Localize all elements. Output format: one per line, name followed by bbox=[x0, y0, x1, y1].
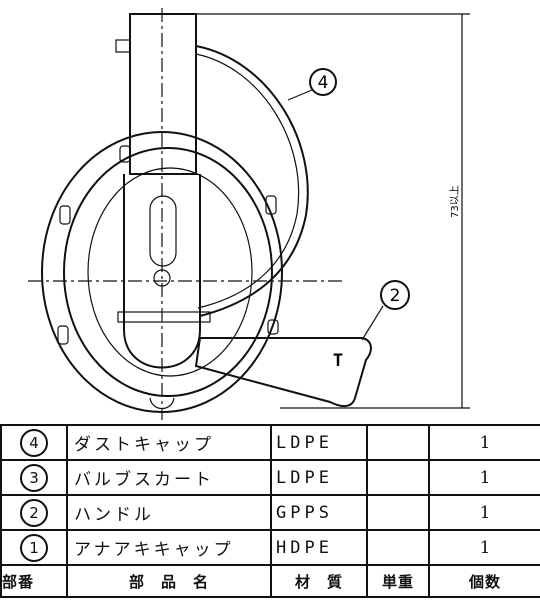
handle-mark: T bbox=[333, 351, 343, 371]
part-name-cell: アナアキキャップ bbox=[66, 529, 272, 566]
cap-inner-rim bbox=[63, 147, 273, 397]
part-name-cell: バルブスカート bbox=[66, 459, 272, 496]
header-material: 材 質 bbox=[270, 564, 368, 598]
quantity-cell: 1 bbox=[428, 459, 540, 496]
dust-cap-band bbox=[195, 45, 309, 317]
weight-cell bbox=[366, 424, 430, 461]
callout-4-circle bbox=[309, 68, 337, 96]
spout-collar bbox=[117, 311, 211, 323]
header-part-number: 部番 bbox=[0, 564, 68, 598]
part-number-cell: 4 bbox=[0, 424, 68, 461]
spout-top-flange bbox=[115, 39, 131, 53]
header-weight: 単重 bbox=[366, 564, 430, 598]
callout-4-label: 4 bbox=[318, 73, 329, 93]
cap-assembly-drawing: T 73以上 4 2 bbox=[28, 8, 470, 420]
spout-tube bbox=[129, 13, 197, 175]
header-part-name: 部 品 名 bbox=[66, 564, 272, 598]
part-number-cell: 1 bbox=[0, 529, 68, 566]
quantity-cell: 1 bbox=[428, 424, 540, 461]
quantity-cell: 1 bbox=[428, 529, 540, 566]
rim-notch-right bbox=[265, 195, 277, 215]
cap-skirt-ring bbox=[87, 167, 253, 377]
material-cell: LDPE bbox=[270, 424, 368, 461]
cap-outer-rim bbox=[41, 131, 283, 413]
table-row: 4 ダストキャップ LDPE 1 bbox=[0, 424, 540, 461]
rim-notch-lower-left bbox=[57, 325, 69, 345]
part-number-cell: 3 bbox=[0, 459, 68, 496]
table-row: 2 ハンドル GPPS 1 bbox=[0, 494, 540, 531]
material-cell: LDPE bbox=[270, 459, 368, 496]
weight-cell bbox=[366, 529, 430, 566]
rim-notch-right-lower bbox=[267, 319, 279, 335]
table-row: 3 バルブスカート LDPE 1 bbox=[0, 459, 540, 496]
quantity-cell: 1 bbox=[428, 494, 540, 531]
callout-2-circle bbox=[380, 280, 410, 310]
handle bbox=[194, 337, 372, 408]
weight-cell bbox=[366, 459, 430, 496]
parts-list-table: 4 ダストキャップ LDPE 1 3 バルブスカート LDPE 1 2 ハンドル… bbox=[0, 424, 540, 611]
rim-notch-upper-left bbox=[59, 205, 71, 225]
part-name-cell: ハンドル bbox=[66, 494, 272, 531]
dimension-label: 73以上 bbox=[449, 185, 461, 218]
header-quantity: 個数 bbox=[428, 564, 540, 598]
callout-2-label: 2 bbox=[390, 286, 401, 306]
material-cell: HDPE bbox=[270, 529, 368, 566]
dust-cap-band-inner bbox=[195, 53, 300, 309]
table-header-row: 部番 部 品 名 材 質 単重 個数 bbox=[0, 564, 540, 598]
material-cell: GPPS bbox=[270, 494, 368, 531]
part-number-cell: 2 bbox=[0, 494, 68, 531]
part-name-cell: ダストキャップ bbox=[66, 424, 272, 461]
callout-2-leader bbox=[361, 305, 384, 341]
spout-slot bbox=[149, 195, 177, 267]
spout-hole bbox=[153, 269, 171, 287]
weight-cell bbox=[366, 494, 430, 531]
cap-bottom-tab bbox=[149, 397, 175, 410]
callout-4-leader bbox=[287, 89, 313, 101]
table-row: 1 アナアキキャップ HDPE 1 bbox=[0, 529, 540, 566]
